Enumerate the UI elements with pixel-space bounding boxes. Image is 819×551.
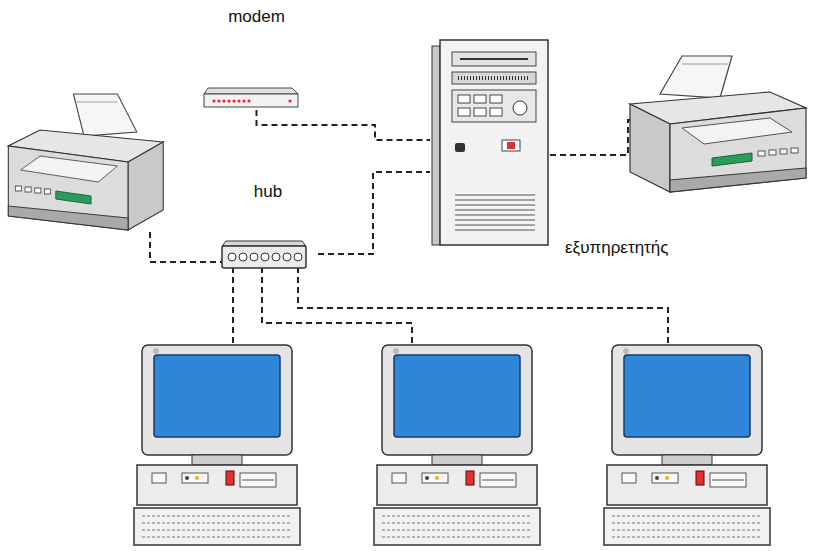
computer-two (374, 345, 540, 545)
modem-device-part (204, 94, 298, 107)
server-tower-part (452, 90, 536, 122)
network-wires-part (232, 267, 234, 345)
modem-device-part (217, 99, 220, 102)
server-tower-part (432, 46, 440, 245)
server-tower-part-part (455, 210, 535, 211)
printer-left (8, 94, 163, 230)
modem-device-part (288, 99, 291, 102)
computer-one-part (134, 345, 300, 545)
server-tower-part-part (455, 220, 535, 221)
server-tower-part-part (455, 205, 535, 206)
network-wires-part (150, 232, 222, 262)
server-tower-part (490, 95, 502, 103)
server-tower-part (452, 72, 536, 84)
modem-device-part (204, 88, 298, 94)
server-tower-part (455, 143, 465, 152)
modem-device (204, 88, 298, 107)
modem-device-part (247, 99, 250, 102)
server-tower-part-part (455, 195, 535, 196)
server-tower-part-part (455, 225, 535, 226)
hub-node: hub (218, 180, 318, 272)
server-tower-part (490, 108, 502, 116)
server-node: εξυπηρετητής (430, 38, 692, 263)
modem-device-part (242, 99, 245, 102)
printer-right (630, 56, 806, 192)
modem-device-part (222, 99, 225, 102)
computer-two-part (374, 345, 540, 545)
server-tower-part (458, 76, 530, 80)
server-tower-part (458, 95, 470, 103)
server-tower-part (440, 40, 548, 245)
device-label: modem (200, 7, 313, 27)
hub-device-part (261, 253, 269, 261)
computer-one (134, 345, 300, 545)
server-tower-part (455, 195, 535, 230)
hub-device-part (239, 253, 247, 261)
modem-device-part (212, 99, 215, 102)
server-tower-part-part (455, 215, 535, 216)
network-cable (318, 172, 430, 254)
server-tower-part (513, 101, 527, 115)
hub-device (222, 241, 306, 268)
hub-device-part (222, 246, 306, 268)
network-wires-part (550, 120, 636, 155)
server-tower-part (460, 58, 528, 60)
server-tower-part (458, 108, 470, 116)
computer-three (604, 345, 770, 545)
device-label: hub (218, 182, 318, 202)
server-tower-part (452, 52, 536, 66)
modem-device-part (237, 99, 240, 102)
hub-device-part (283, 253, 291, 261)
network-cable (257, 110, 431, 140)
printer-left-part (8, 94, 163, 230)
server-tower-part (474, 95, 486, 103)
device-label: εξυπηρετητής (565, 238, 668, 258)
hub-device-part (294, 253, 302, 261)
network-wires-part (298, 267, 668, 345)
hub-device-part (272, 253, 280, 261)
server-tower (432, 40, 548, 245)
printer-right-part (630, 56, 806, 192)
server-tower-part (507, 142, 515, 149)
server-tower-part-part (455, 230, 535, 231)
server-tower-part-part (455, 200, 535, 201)
hub-device-part (250, 253, 258, 261)
hub-device-part (228, 253, 236, 261)
computer-three-part (604, 345, 770, 545)
server-tower-part (502, 140, 520, 151)
network-wires-part (262, 267, 412, 345)
network-wires (150, 120, 668, 345)
server-tower-part (474, 108, 486, 116)
modem-device-part (227, 99, 230, 102)
modem-node: modem (200, 5, 313, 110)
modem-device-part (232, 99, 235, 102)
